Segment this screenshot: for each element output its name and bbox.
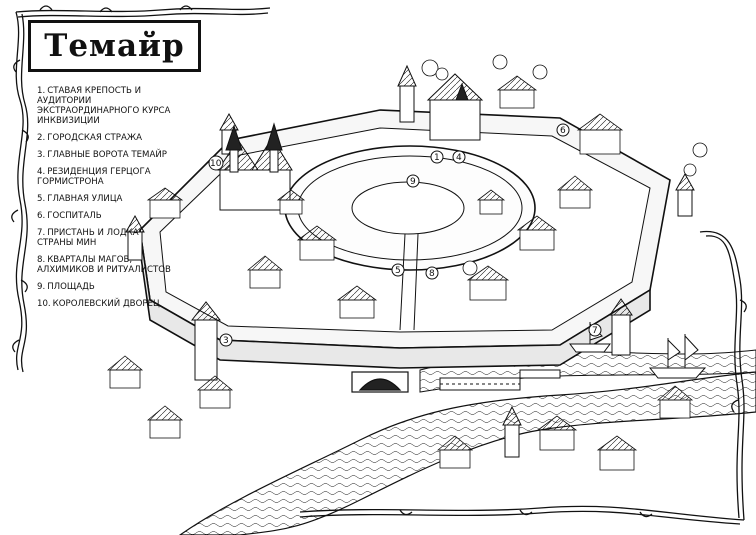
marker-7[interactable]: 7 xyxy=(588,323,602,337)
legend-item: 4.Резиденция герцога Гормистрона xyxy=(37,167,151,187)
legend-item: 2.Городская стража xyxy=(37,133,142,143)
legend-item: 8.Кварталы магов, алхимиков и ритуалисто… xyxy=(37,255,171,275)
map-title-box: Темайр xyxy=(28,20,201,72)
legend-item: 3.Главные ворота Темайр xyxy=(37,150,167,160)
svg-text:4: 4 xyxy=(456,153,462,163)
legend-item: 1.Ставая крепость и аудитории экстраорди… xyxy=(37,86,171,126)
legend-item: 9.Площадь xyxy=(37,282,95,292)
main-gate xyxy=(351,371,409,393)
marker-1[interactable]: 1 xyxy=(430,150,444,164)
map-legend: 1.Ставая крепость и аудитории экстраорди… xyxy=(37,86,177,316)
main-street xyxy=(399,233,419,331)
svg-text:10: 10 xyxy=(210,159,222,169)
legend-item: 6.Госпиталь xyxy=(37,211,102,221)
svg-text:3: 3 xyxy=(223,336,229,346)
marker-3[interactable]: 3 xyxy=(219,333,233,347)
svg-text:5: 5 xyxy=(395,266,401,276)
legend-item: 7.Пристань и лодка страны Мин xyxy=(37,228,139,248)
marker-8[interactable]: 8 xyxy=(425,266,439,280)
vine-border-right xyxy=(299,230,747,525)
castle-icon xyxy=(217,73,484,211)
marker-10[interactable]: 10 xyxy=(208,155,224,171)
vine-border-left xyxy=(11,5,271,373)
legend-item: 10.Королевский дворец xyxy=(37,299,160,309)
svg-text:6: 6 xyxy=(560,126,566,136)
pier xyxy=(439,369,561,391)
map-markers: 1 3 4 5 6 7 8 9 10 xyxy=(208,123,602,347)
marker-9[interactable]: 9 xyxy=(406,174,420,188)
marker-5[interactable]: 5 xyxy=(391,263,405,277)
marker-6[interactable]: 6 xyxy=(556,123,570,137)
houses xyxy=(106,75,694,471)
svg-text:1: 1 xyxy=(434,153,440,163)
inner-ring-wall xyxy=(284,145,536,271)
legend-item: 5.Главная улица xyxy=(37,194,123,204)
trees xyxy=(421,54,708,276)
map-title: Темайр xyxy=(44,28,185,64)
svg-text:7: 7 xyxy=(592,326,598,336)
svg-text:9: 9 xyxy=(410,177,416,187)
svg-text:8: 8 xyxy=(429,269,435,279)
marker-4[interactable]: 4 xyxy=(452,150,466,164)
